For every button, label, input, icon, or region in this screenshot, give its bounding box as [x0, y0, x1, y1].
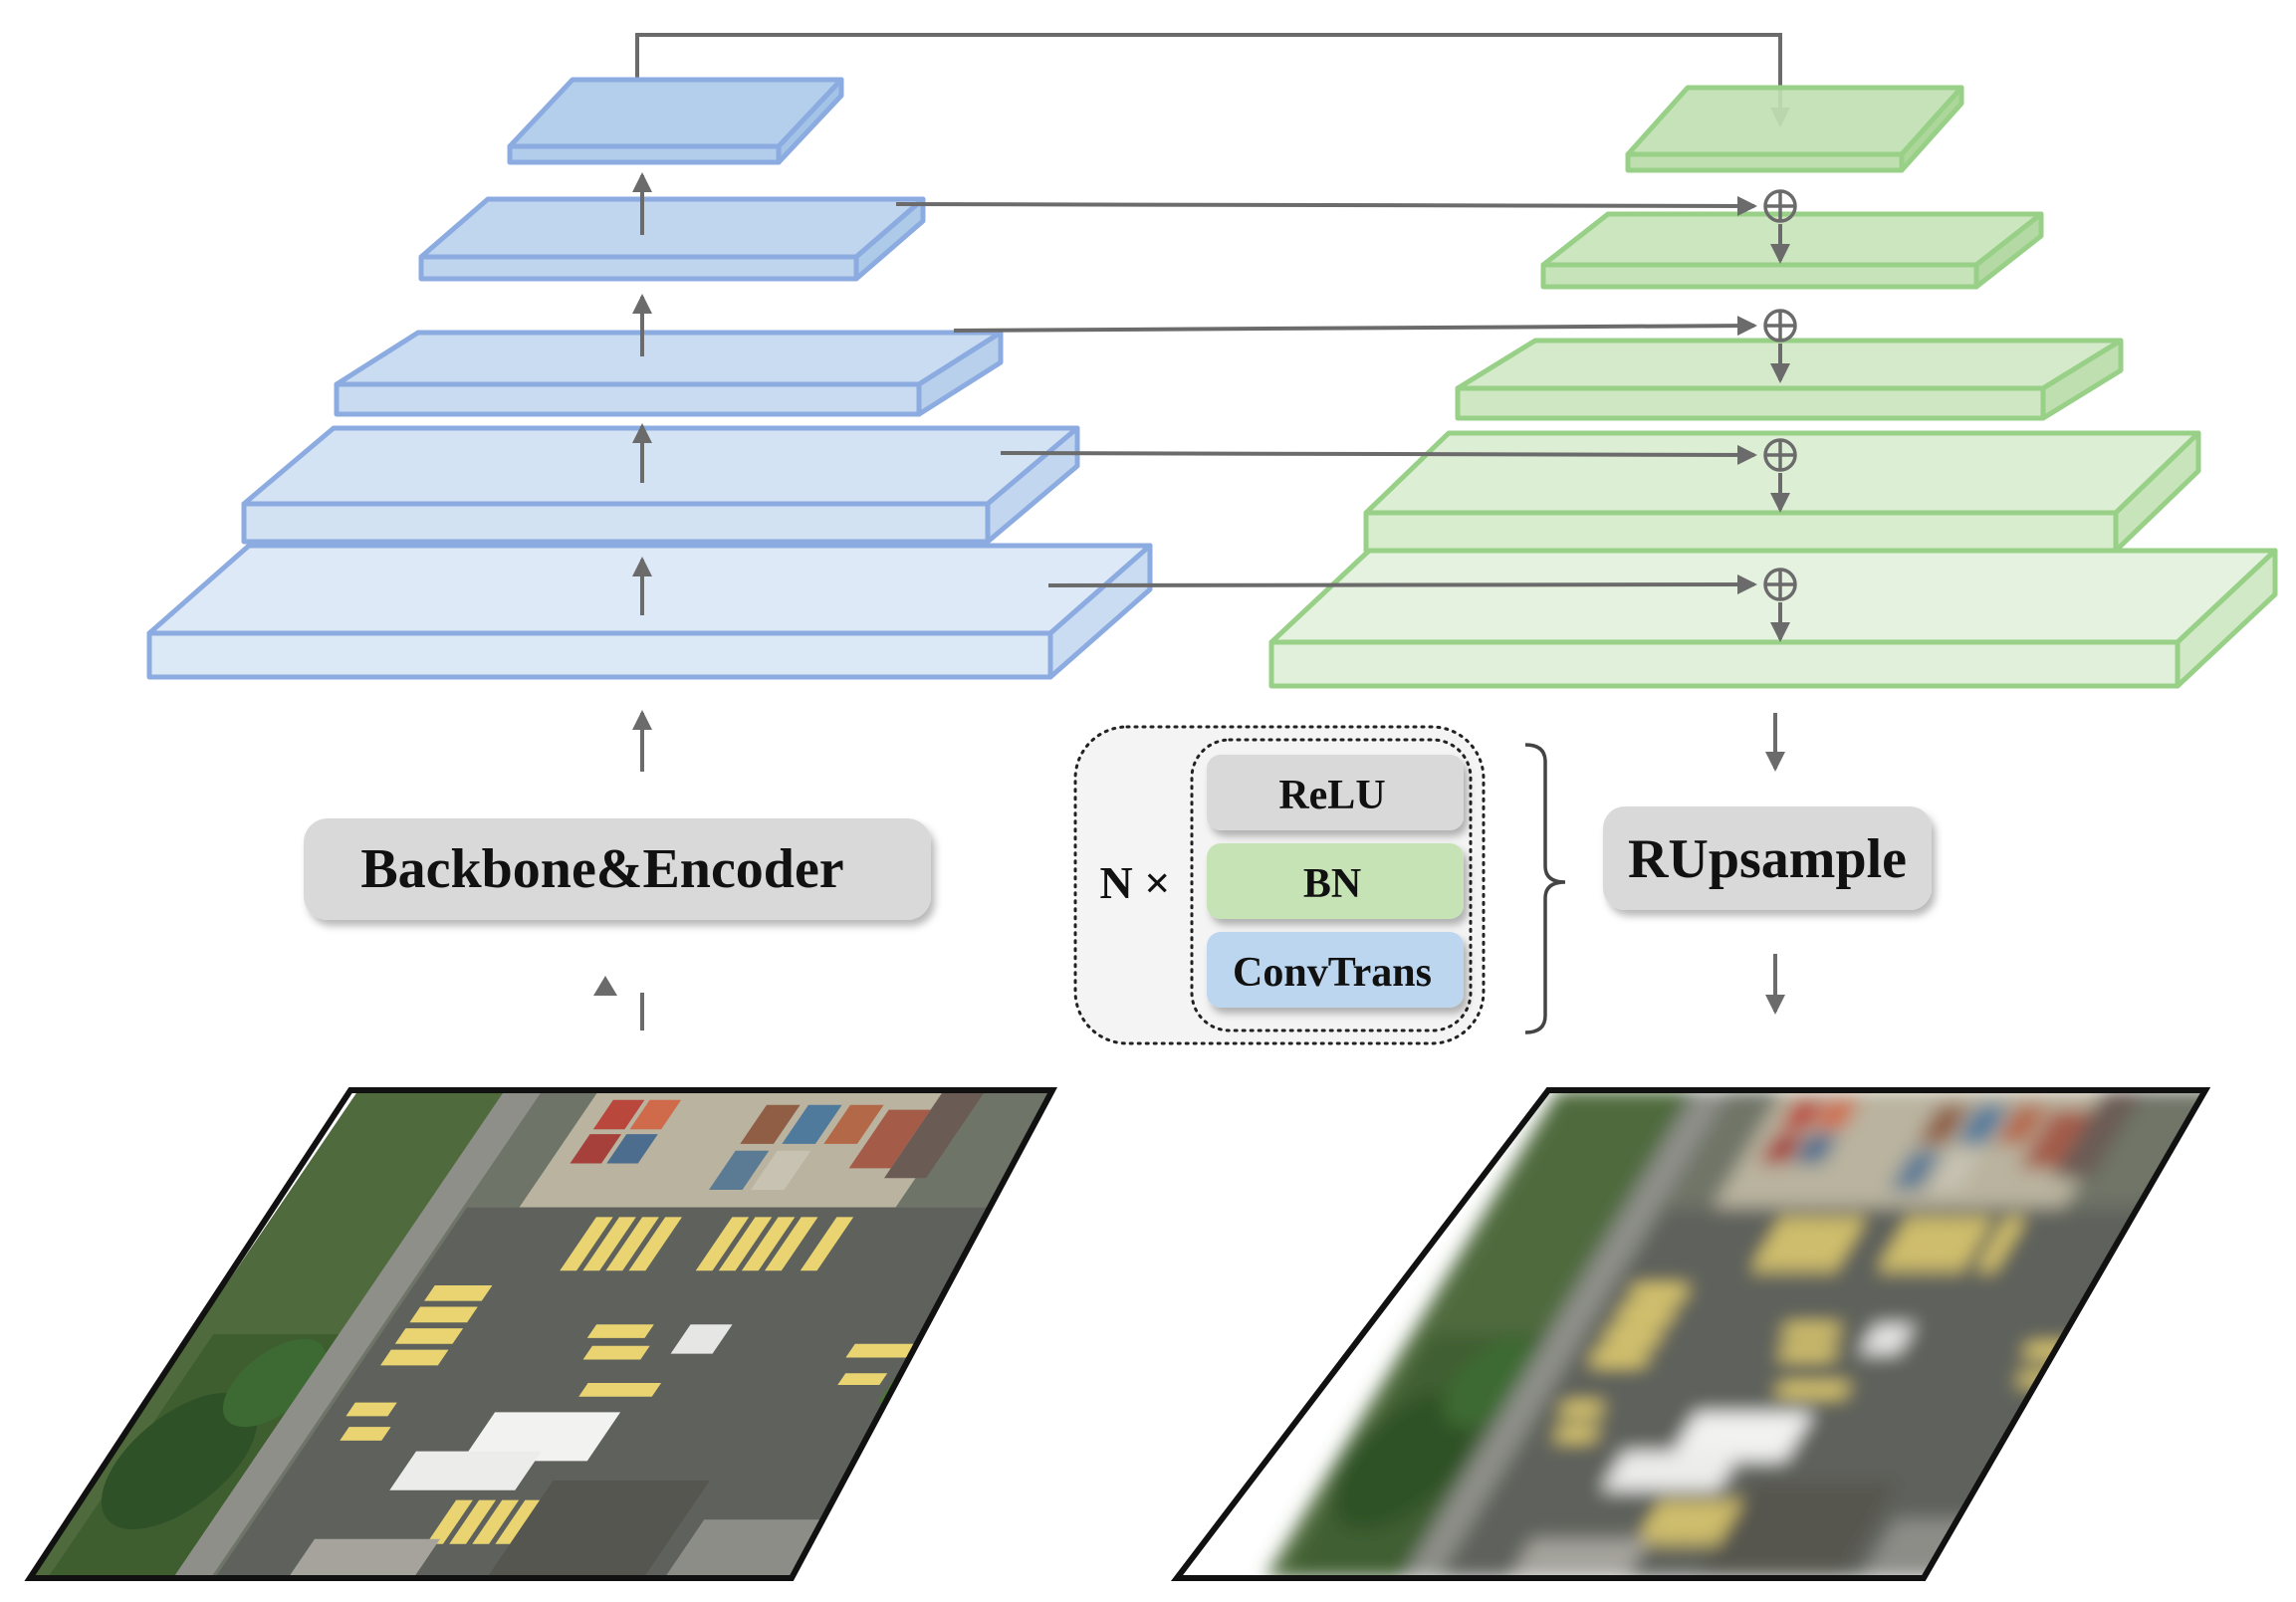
convtrans-box — [1207, 932, 1464, 1008]
skip-connections — [895, 195, 1757, 595]
skip-connector-4 — [1047, 574, 1757, 595]
relu-box — [1207, 755, 1464, 830]
convtrans-label: ConvTrans — [1233, 950, 1432, 996]
bn-box — [1207, 843, 1464, 919]
decoder-layer-2 — [1540, 211, 2044, 290]
skip-connector-2 — [953, 316, 1757, 337]
decoder-label: RUpsample — [1628, 828, 1907, 890]
circle-plus-icon — [1763, 568, 1797, 601]
brace — [1524, 743, 1566, 1034]
encoder-label-box — [304, 818, 931, 920]
decoder-label-box — [1603, 806, 1932, 910]
encoder-pyramid — [146, 77, 1153, 680]
encoder-layer-5 — [146, 543, 1153, 680]
skip-connector-3 — [1000, 444, 1757, 465]
repeat-label: N × — [1100, 857, 1171, 908]
encoder-input-arrow — [593, 976, 644, 1030]
decoder-layer-3 — [1455, 338, 2124, 421]
encoder-layer-1 — [507, 77, 844, 165]
skip-top-connector — [635, 33, 1790, 127]
circle-plus-icon — [1763, 189, 1797, 223]
aerial-photo-upsampled-output — [1170, 1087, 2211, 1581]
encoder-layer-2 — [418, 196, 926, 282]
relu-label: ReLU — [1278, 773, 1385, 818]
aerial-photo-input — [24, 1087, 1058, 1581]
decoder-layer-1 — [1625, 85, 1964, 173]
circle-plus-icon — [1763, 438, 1797, 472]
skip-connector-1 — [895, 195, 1757, 216]
circle-plus-icon — [1763, 309, 1797, 343]
rupsample-block: N × ReLU BN ConvTrans — [1073, 725, 1486, 1045]
bn-label: BN — [1303, 861, 1361, 907]
encoder-layer-4 — [241, 425, 1080, 545]
merge-nodes — [1763, 189, 1797, 601]
encoder-label: Backbone&Encoder — [360, 838, 843, 900]
encoder-layer-3 — [334, 330, 1004, 417]
decoder-pyramid — [1268, 85, 2278, 689]
